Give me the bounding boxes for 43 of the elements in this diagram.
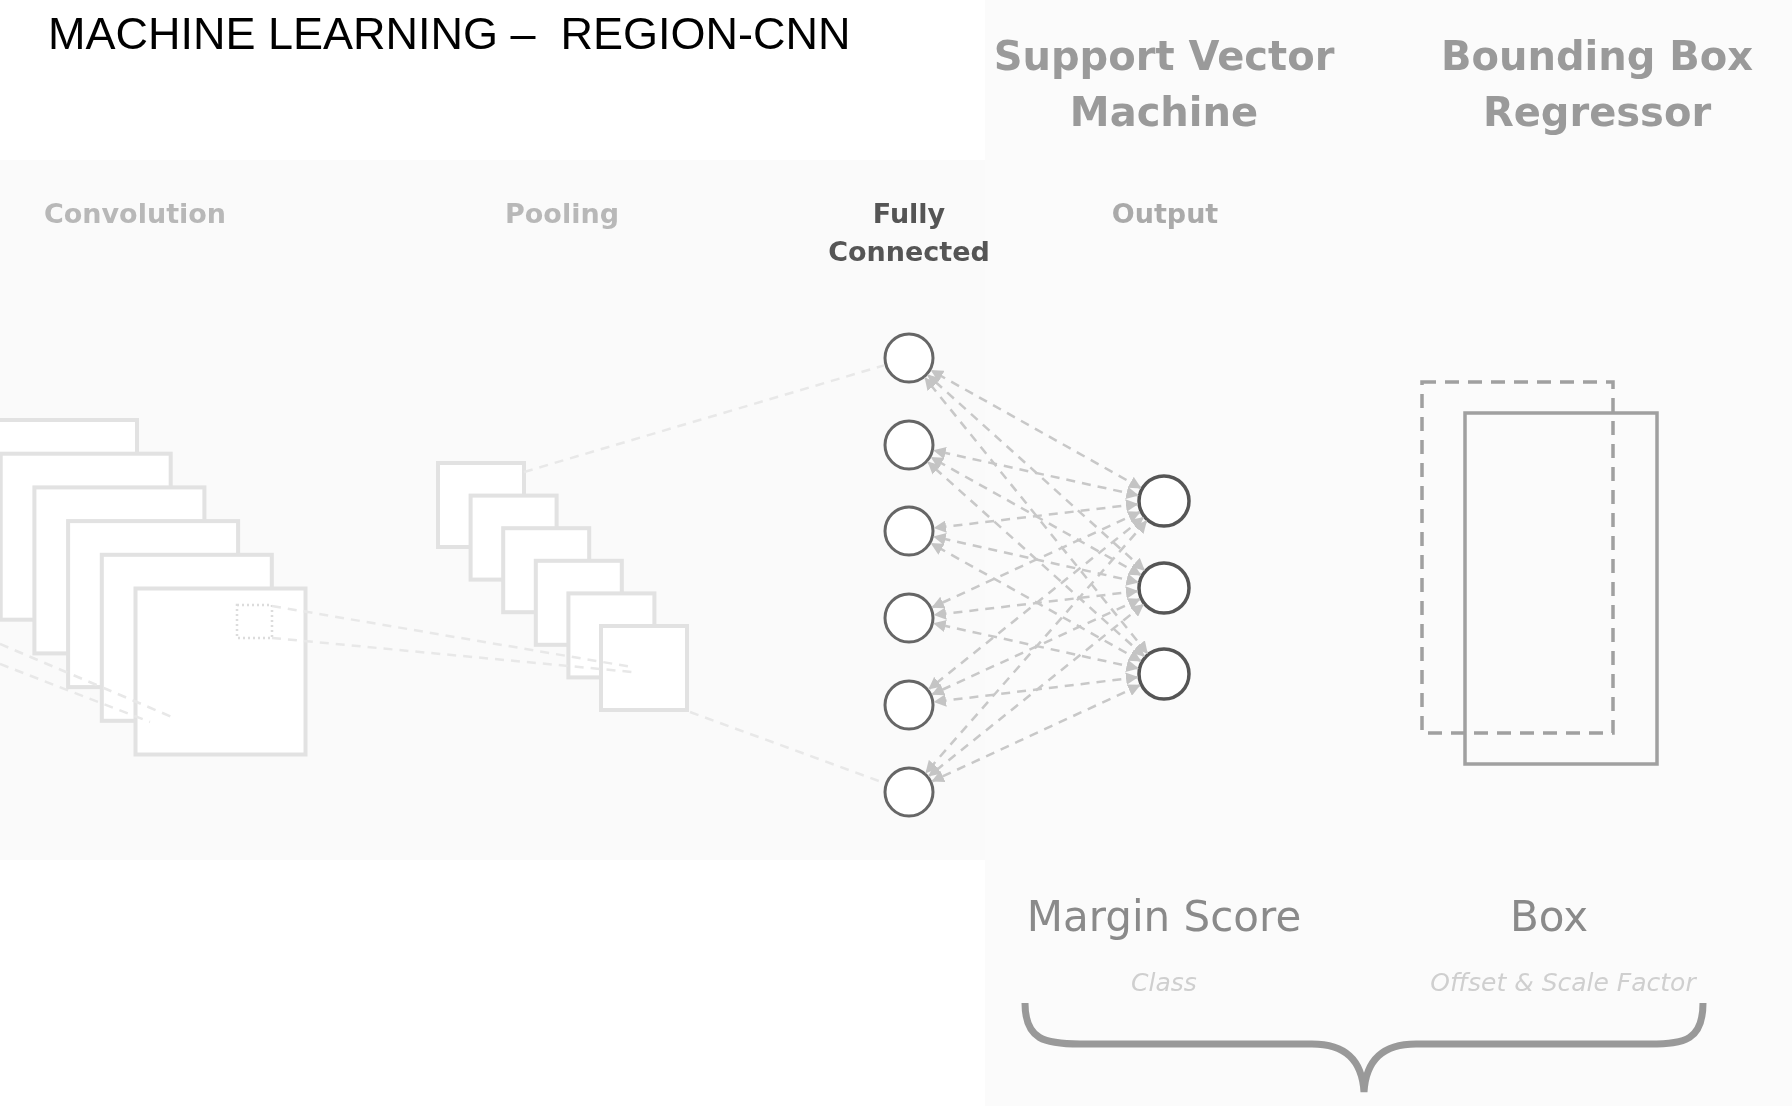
neuron-circle [1137, 474, 1191, 528]
section-heading: Bounding Box Regressor [1439, 32, 1755, 137]
bounding-box-drawing [1420, 380, 1659, 766]
dashed-arrow [933, 672, 1139, 707]
dashed-arrow [930, 542, 1142, 662]
dashed-arrow [924, 377, 1148, 654]
dashed-arrow [930, 369, 1142, 489]
dashed-arrow [933, 499, 1139, 533]
layer-label: Output [1111, 197, 1219, 231]
dashed-connector-line [0, 662, 151, 724]
output-label: Box [1509, 891, 1589, 943]
dashed-connector-line [271, 636, 633, 674]
diagram-title: MACHINE LEARNING – REGION-CNN [48, 8, 851, 60]
dashed-connector-line [0, 642, 173, 719]
pooling-feature-maps-drawing [436, 461, 689, 712]
dashed-arrow [928, 516, 1144, 690]
dashed-arrow [931, 511, 1141, 609]
dashed-arrow [928, 603, 1144, 777]
dashed-arrow [930, 456, 1142, 576]
layer-label: Pooling [505, 197, 619, 231]
neuron-circle [1137, 647, 1191, 701]
layer-label: Fully Connected [827, 197, 991, 269]
convolution-feature-maps-drawing [0, 418, 308, 757]
dashed-arrow [933, 586, 1139, 620]
dashed-arrow [927, 461, 1145, 657]
dashed-connector-line [523, 364, 885, 474]
neuron-circle [883, 419, 935, 471]
dashed-arrow [931, 598, 1141, 696]
dashed-arrow [933, 446, 1139, 499]
layer-label: Convolution [43, 197, 227, 231]
dashed-arrow [933, 533, 1139, 586]
output-label: Margin Score [1026, 891, 1302, 943]
neuron-circle [883, 766, 935, 818]
dashed-arrow [927, 374, 1145, 571]
section-heading: Support Vector Machine [992, 32, 1336, 137]
neuron-circle [883, 592, 935, 644]
dashed-arrow [931, 684, 1141, 783]
neuron-circle [883, 505, 935, 557]
dashed-arrow [933, 619, 1139, 672]
neuron-circle [883, 679, 935, 731]
dashed-arrow [925, 520, 1148, 774]
neuron-circle [883, 332, 935, 384]
neuron-circle [1137, 561, 1191, 615]
